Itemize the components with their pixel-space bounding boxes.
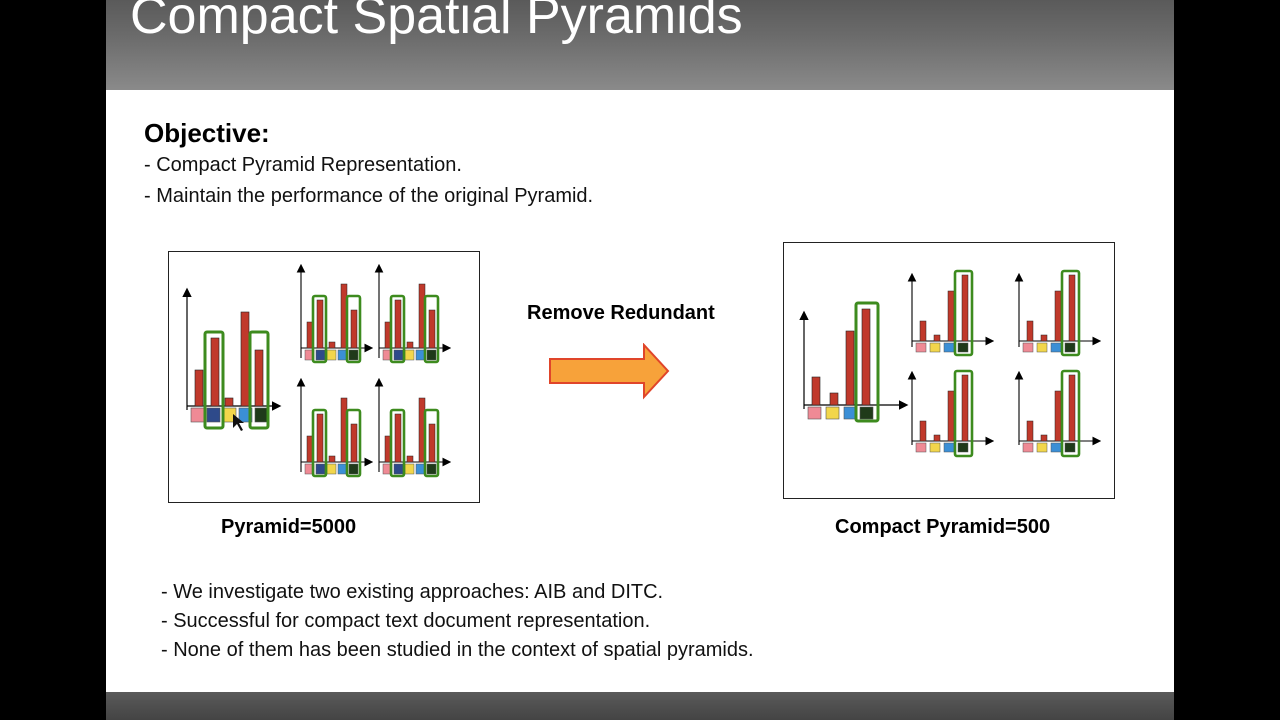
note-item: - None of them has been studied in the c… — [161, 639, 754, 661]
objective-item: - Maintain the performance of the origin… — [144, 185, 594, 207]
note-item: - We investigate two existing approaches… — [161, 581, 664, 603]
compact-level0-histogram — [799, 301, 909, 423]
compact-level1-histogram-1 — [907, 269, 995, 357]
footer-bar — [106, 692, 1174, 720]
level1-histogram-3 — [296, 377, 374, 478]
objective-heading: Objective: — [144, 118, 270, 148]
right-arrow-icon — [548, 343, 670, 403]
level1-histogram-1 — [296, 263, 374, 364]
compact-level1-histogram-4 — [1014, 369, 1102, 458]
compact-level1-histogram-3 — [907, 369, 995, 458]
objective-item: - Compact Pyramid Representation. — [144, 154, 462, 176]
title-bar: Compact Spatial Pyramids — [106, 0, 1174, 90]
compact-pyramid-caption: Compact Pyramid=500 — [835, 516, 1051, 538]
slide-title: Compact Spatial Pyramids — [130, 0, 743, 45]
compact-level1-histogram-2 — [1014, 269, 1102, 357]
note-item: - Successful for compact text document r… — [161, 610, 651, 632]
pyramid-caption: Pyramid=5000 — [221, 516, 357, 538]
pyramid-diagram — [168, 251, 480, 503]
compact-pyramid-diagram — [783, 242, 1115, 499]
slide: Compact Spatial Pyramids Objective: - Co… — [106, 0, 1174, 720]
compact-pyramid-histograms — [799, 269, 1102, 458]
level1-histogram-2 — [374, 263, 452, 364]
arrow-label: Remove Redundant — [527, 302, 715, 324]
level0-histogram — [182, 287, 282, 431]
level1-histogram-4 — [374, 377, 452, 478]
pyramid-histograms — [182, 263, 452, 478]
